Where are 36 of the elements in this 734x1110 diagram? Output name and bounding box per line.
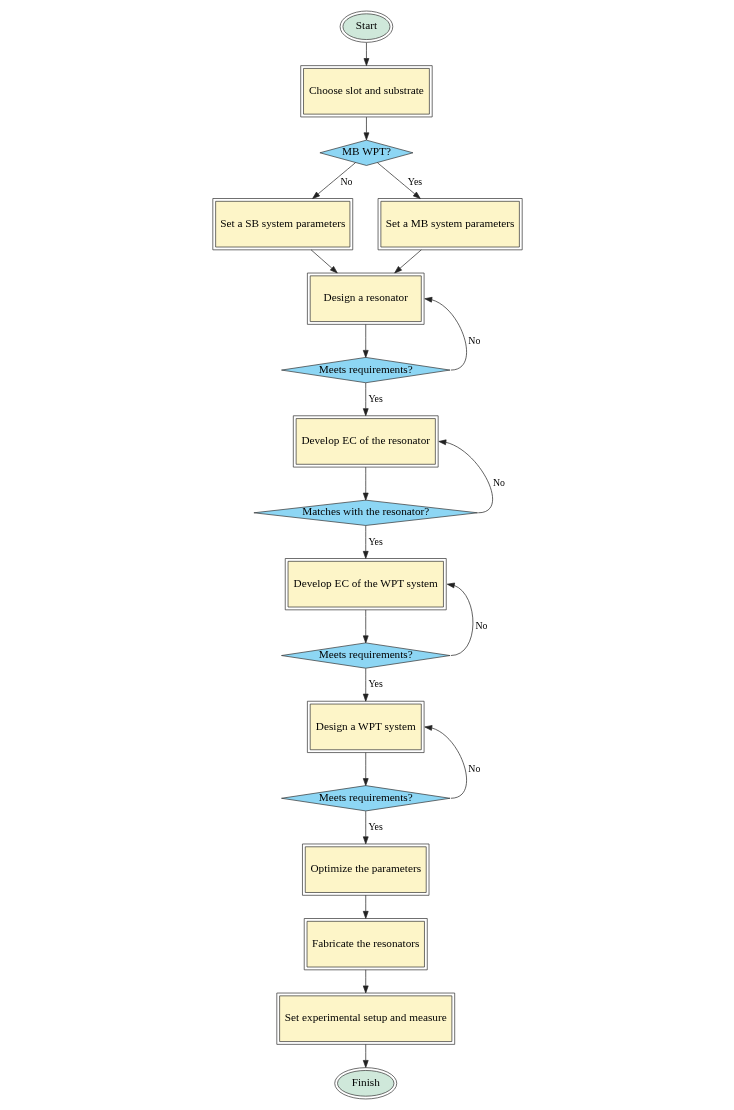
- edge-label: No: [492, 477, 505, 489]
- arrow: [362, 668, 369, 702]
- arrow: [362, 525, 369, 559]
- edge-label: No: [339, 175, 352, 187]
- node-diamond: Matches with the resonator?: [253, 499, 478, 526]
- arrow: [362, 969, 369, 994]
- edge-label: Yes: [367, 535, 383, 547]
- node-diamond: Meets requirements?: [280, 357, 450, 384]
- arrow: [393, 249, 422, 274]
- arrow: [311, 162, 356, 199]
- edge-label: Yes: [367, 821, 383, 833]
- arrow: [362, 466, 369, 501]
- arrow: [423, 296, 467, 371]
- edge-label: Yes: [367, 392, 383, 404]
- arrow: [362, 382, 369, 416]
- edge-label: No: [467, 334, 480, 346]
- arrow: [362, 324, 369, 358]
- arrow: [310, 249, 338, 274]
- arrow: [362, 752, 369, 786]
- edge-label: No: [467, 762, 480, 774]
- arrow: [376, 162, 421, 199]
- arrow: [423, 725, 467, 799]
- arrow: [363, 116, 369, 141]
- arrow: [362, 810, 369, 845]
- arrow: [362, 609, 369, 644]
- edge-label: No: [474, 619, 487, 631]
- arrow: [362, 1044, 369, 1068]
- node-diamond: Meets requirements?: [280, 785, 450, 812]
- edge-label: Yes: [407, 175, 422, 187]
- arrow: [438, 439, 493, 514]
- edge-label: Yes: [367, 678, 383, 690]
- arrow: [362, 894, 369, 919]
- arrow: [446, 582, 473, 656]
- arrow: [363, 42, 369, 66]
- node-diamond: Meets requirements?: [280, 642, 450, 669]
- node-diamond: MB WPT?: [319, 139, 413, 166]
